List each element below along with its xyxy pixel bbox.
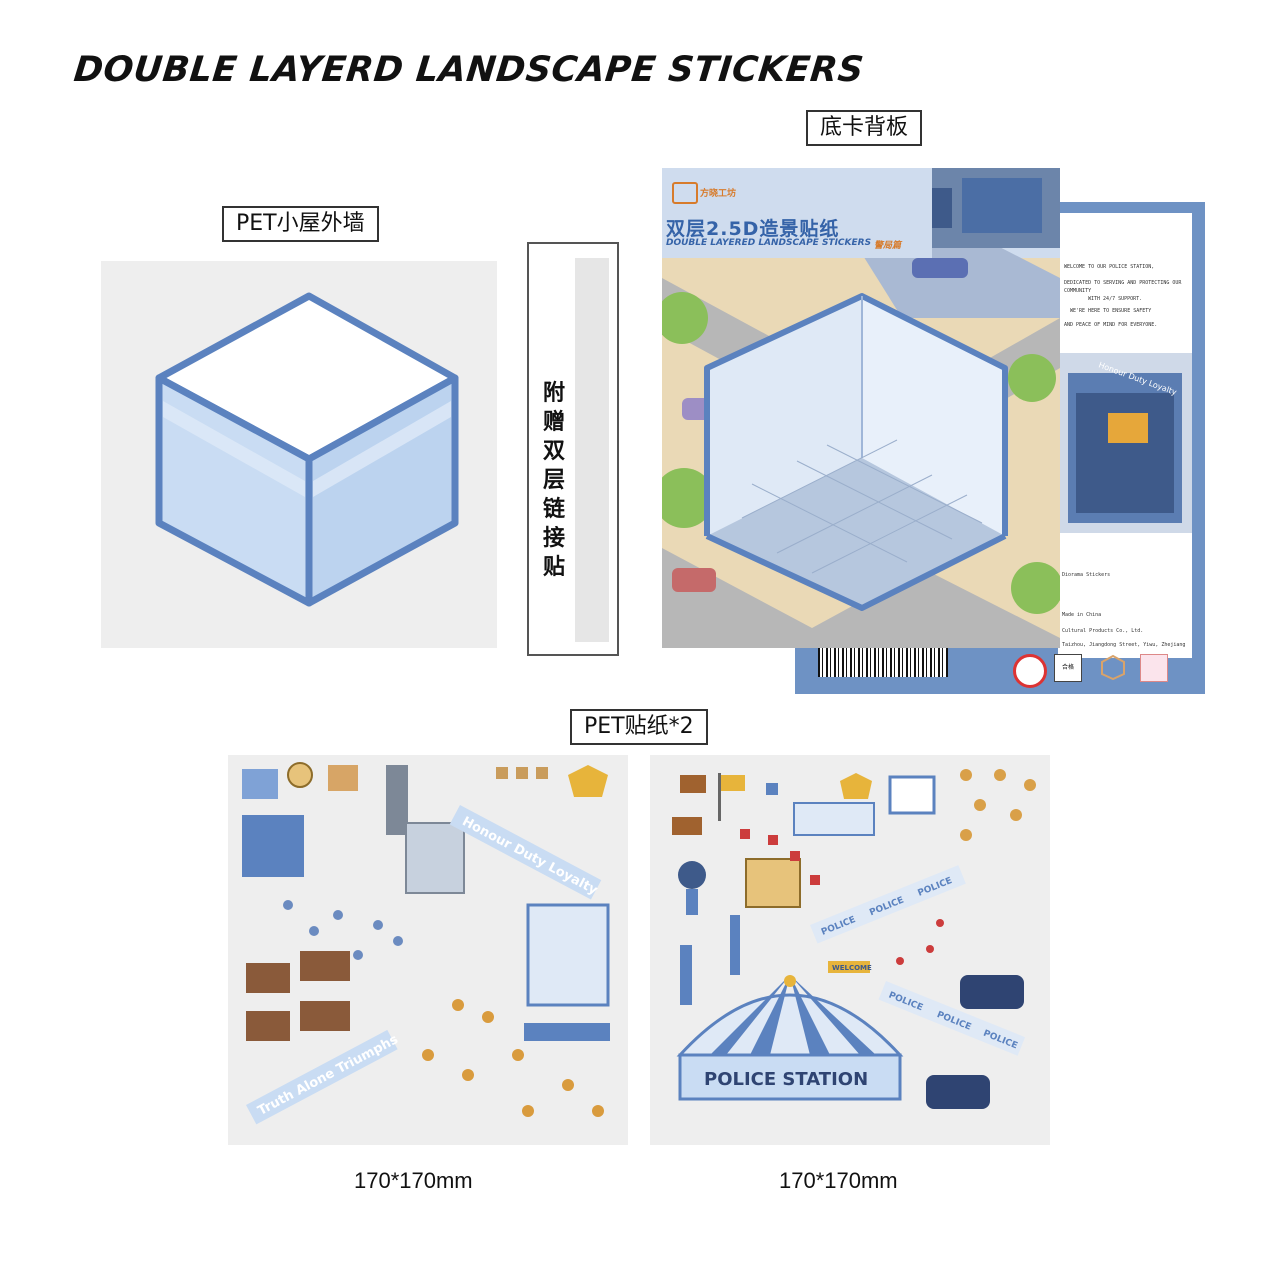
back-line-2: DEDICATED TO SERVING AND PROTECTING OUR …: [1064, 280, 1182, 294]
brand-name: 方晓工坊: [700, 189, 737, 199]
certification-icon: 合格: [1054, 654, 1082, 682]
card-header: 方晓工坊 双层2.5D造景贴纸 DOUBLE LAYERED LANDSCAPE…: [662, 168, 932, 258]
bonus-link-sticker-panel: 附赠双层链接贴: [527, 242, 619, 656]
sticker-sheet-right: WELCOME POLICE POLICE POLICE POLICE POLI…: [650, 755, 1050, 1145]
card-back-text-area: WELCOME TO OUR POLICE STATION, DEDICATED…: [1058, 213, 1192, 658]
pet-stickers-label: PET贴纸*2: [570, 709, 708, 745]
left-banner-bottom-text: Truth Alone Triumphs: [255, 1032, 401, 1119]
left-sheet-dimensions: 170*170mm: [354, 1168, 473, 1193]
pet-wall-panel: [101, 261, 497, 648]
back-line-4: WE'RE HERE TO ENSURE SAFETY: [1070, 308, 1152, 314]
brand-logo-icon: [1100, 654, 1126, 681]
card-front: 方晓工坊 双层2.5D造景贴纸 DOUBLE LAYERED LANDSCAPE…: [662, 168, 1060, 648]
back-line-3: WITH 24/7 SUPPORT.: [1088, 296, 1143, 302]
back-small-4: Taizhou, Jiangdong Street, Yiwu, Zhejian…: [1062, 642, 1186, 648]
left-sheet-illustration: Honour Duty Loyalty Truth Alone Triumphs: [242, 762, 610, 1125]
card-title-en: DOUBLE LAYERED LANDSCAPE STICKERS: [666, 238, 872, 248]
back-small-2: Made in China: [1062, 612, 1102, 618]
back-line-1: WELCOME TO OUR POLICE STATION,: [1064, 264, 1155, 270]
pet-wall-label: PET小屋外墙: [222, 206, 379, 242]
card-front-scene: [662, 168, 1060, 648]
police-station-text: POLICE STATION: [704, 1069, 868, 1090]
right-sheet-dimensions: 170*170mm: [779, 1168, 898, 1193]
back-small-1: Diorama Stickers: [1062, 572, 1111, 578]
back-small-3: Cultural Products Co., Ltd.: [1062, 628, 1144, 634]
right-sheet-illustration: WELCOME POLICE POLICE POLICE POLICE POLI…: [672, 769, 1036, 1109]
qr-code-icon: [1140, 654, 1168, 682]
link-sticker-strip: [575, 258, 609, 642]
card-title-cn: 双层2.5D造景贴纸: [666, 218, 840, 240]
sticker-sheet-left: Honour Duty Loyalty Truth Alone Triumphs: [228, 755, 628, 1145]
left-banner-top-text: Honour Duty Loyalty: [459, 814, 600, 898]
barcode: [818, 647, 948, 677]
page-title: DOUBLE LAYERD LANDSCAPE STICKERS: [71, 50, 866, 90]
no-eating-icon: [1013, 654, 1047, 688]
bonus-label: 附赠双层链接贴: [542, 381, 565, 580]
back-scene: Honour Duty Loyalty: [1058, 353, 1192, 533]
cube-illustration: [155, 292, 459, 607]
card-edition: 警局篇: [874, 241, 902, 251]
welcome-mat-text: WELCOME: [832, 964, 872, 972]
base-card-label: 底卡背板: [806, 110, 923, 146]
brand-logo-icon: [672, 182, 698, 204]
back-line-5: AND PEACE OF MIND FOR EVERYONE.: [1064, 322, 1158, 328]
